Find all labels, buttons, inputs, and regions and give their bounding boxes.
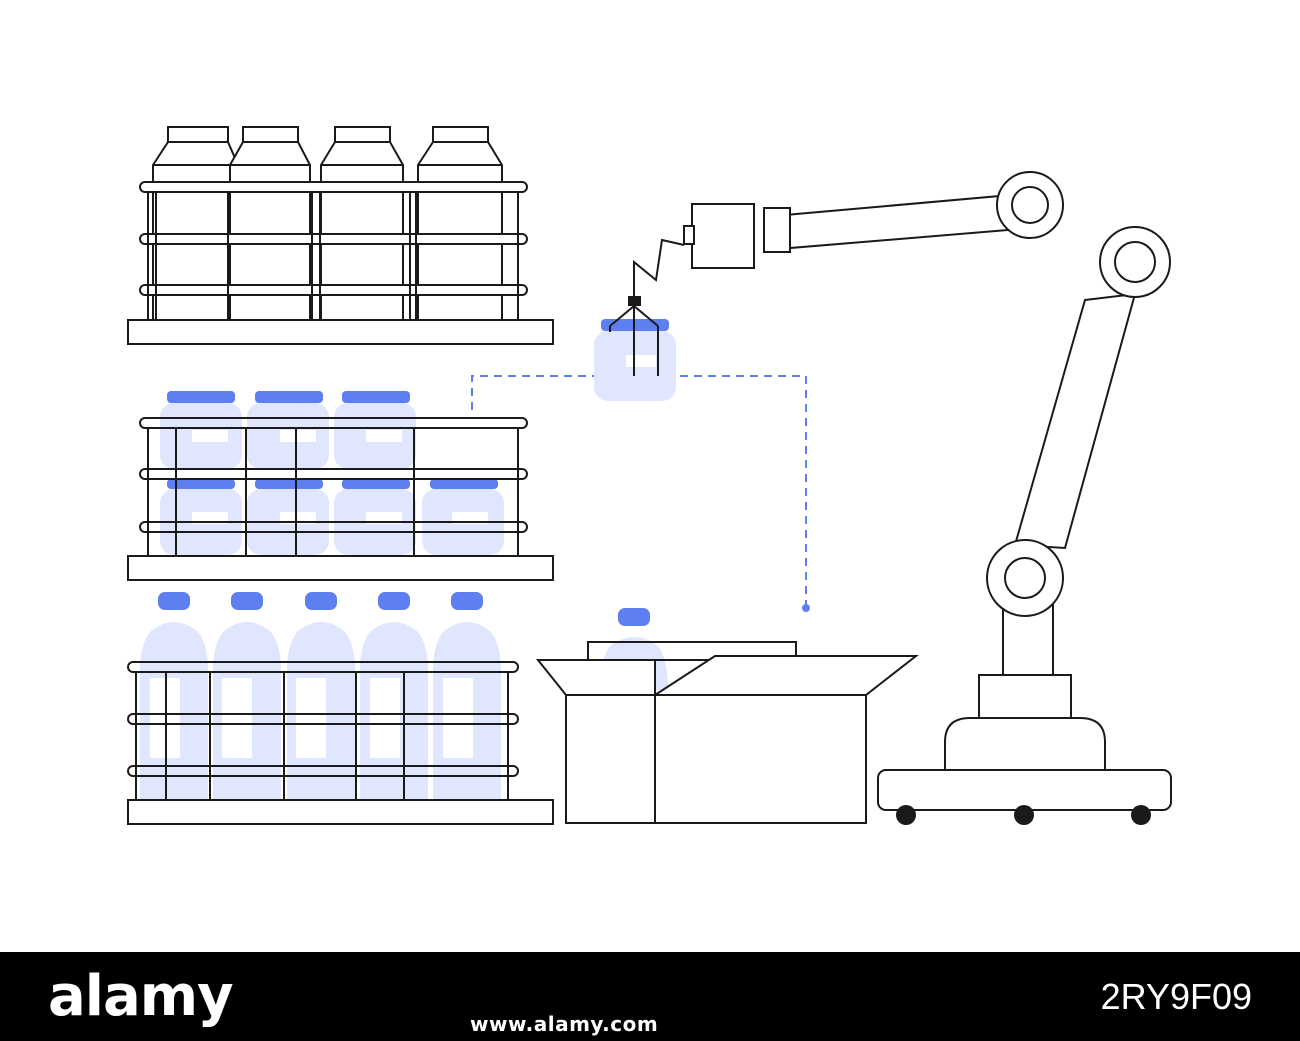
robotic-packaging-illustration — [127, 126, 1172, 825]
milk-carton — [320, 126, 404, 321]
cardboard-box — [535, 608, 919, 824]
jar-shelf — [127, 391, 554, 581]
image-id: 2RY9F09 — [1100, 976, 1252, 1017]
stock-footer-bar: alamy 2RY9F09 — [0, 952, 1300, 1041]
robot-arm — [683, 171, 1172, 825]
shelf-base — [127, 555, 554, 581]
shelf-rails — [139, 181, 528, 320]
gripper — [594, 238, 685, 401]
shelf-rails — [139, 417, 528, 556]
shelf-base — [127, 799, 554, 825]
transfer-path — [471, 375, 810, 612]
shelf-rails — [127, 661, 519, 800]
watermark-url: www.alamy.com — [470, 1012, 659, 1036]
carton-shelf — [127, 126, 554, 345]
bottle-labels — [150, 678, 473, 758]
bottle-shelf — [127, 592, 554, 825]
shelf-base — [127, 319, 554, 345]
brand-logo: alamy — [48, 964, 234, 1029]
